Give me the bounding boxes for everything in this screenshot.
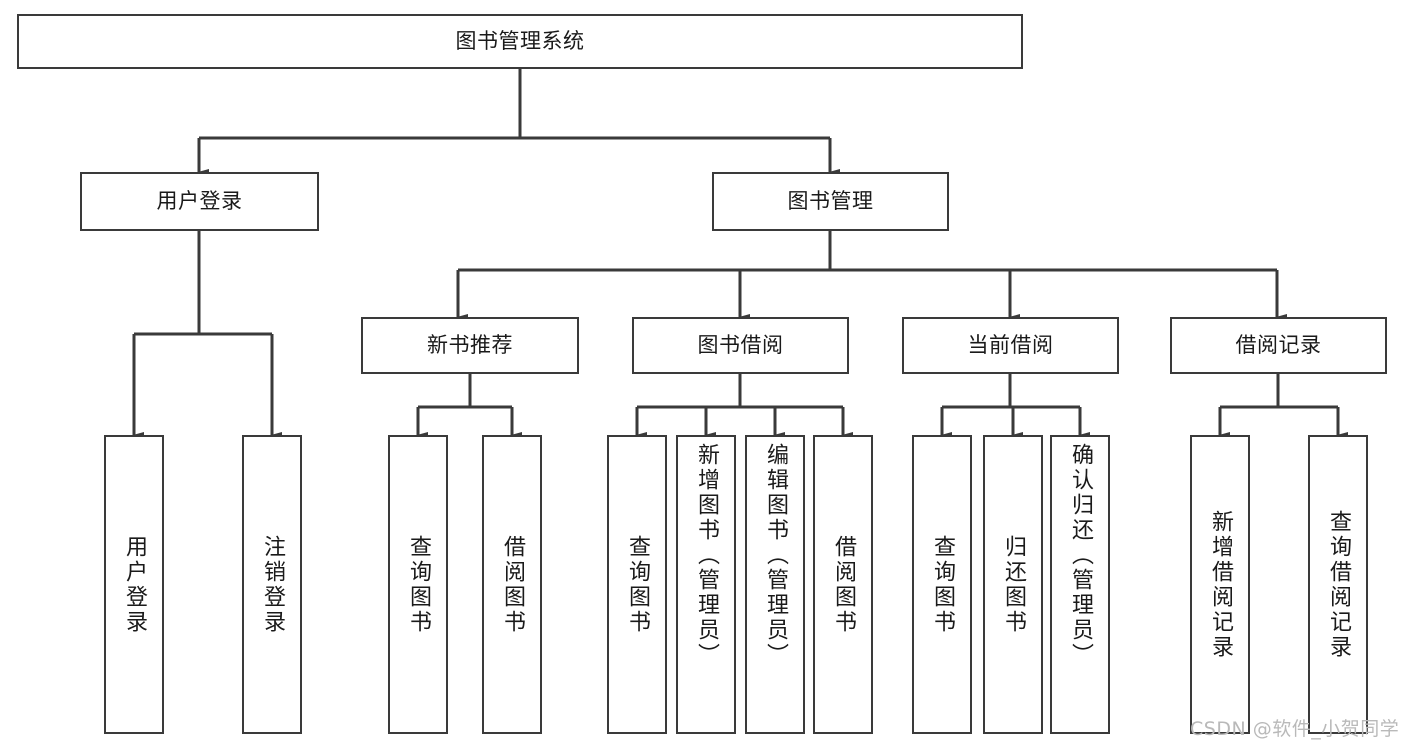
- leaf-query-book[interactable]: 查询图书: [607, 435, 667, 734]
- leaf-borrow-book[interactable]: 借阅图书: [813, 435, 873, 734]
- node-book-manage[interactable]: 图书管理: [712, 172, 949, 231]
- node-borrow-record[interactable]: 借阅记录: [1170, 317, 1387, 374]
- leaf-query-book-label: 查询图书: [625, 534, 650, 635]
- leaf-query-book-cur[interactable]: 查询图书: [912, 435, 972, 734]
- csdn-watermark: CSDN @软件_小贺同学: [1190, 718, 1400, 740]
- leaf-query-record-label: 查询借阅记录: [1326, 509, 1351, 660]
- node-book-borrow[interactable]: 图书借阅: [632, 317, 849, 374]
- leaf-logout[interactable]: 注销登录: [242, 435, 302, 734]
- leaf-add-book[interactable]: 新增图书（管理员）: [676, 435, 736, 734]
- leaf-query-record[interactable]: 查询借阅记录: [1308, 435, 1368, 734]
- leaf-return-book[interactable]: 归还图书: [983, 435, 1043, 734]
- leaf-user-login[interactable]: 用户登录: [104, 435, 164, 734]
- node-user-login-label: 用户登录: [156, 189, 243, 214]
- leaf-user-login-label: 用户登录: [122, 534, 147, 635]
- leaf-edit-book[interactable]: 编辑图书（管理员）: [745, 435, 805, 734]
- node-new-book-recommend[interactable]: 新书推荐: [361, 317, 579, 374]
- node-current-borrow-label: 当前借阅: [967, 333, 1054, 358]
- node-root[interactable]: 图书管理系统: [17, 14, 1023, 69]
- leaf-query-book-rec[interactable]: 查询图书: [388, 435, 448, 734]
- leaf-add-book-label: 新增图书（管理员）: [694, 443, 719, 668]
- leaf-borrow-book-rec-label: 借阅图书: [500, 534, 525, 635]
- leaf-confirm-return-label: 确认归还（管理员）: [1068, 443, 1093, 668]
- node-book-manage-label: 图书管理: [787, 189, 874, 214]
- node-book-borrow-label: 图书借阅: [697, 333, 784, 358]
- leaf-add-record[interactable]: 新增借阅记录: [1190, 435, 1250, 734]
- leaf-query-book-cur-label: 查询图书: [930, 534, 955, 635]
- node-root-label: 图书管理系统: [455, 29, 585, 54]
- node-user-login[interactable]: 用户登录: [80, 172, 319, 231]
- leaf-logout-label: 注销登录: [260, 534, 285, 635]
- node-new-book-recommend-label: 新书推荐: [427, 333, 513, 358]
- leaf-add-record-label: 新增借阅记录: [1208, 509, 1233, 660]
- leaf-borrow-book-rec[interactable]: 借阅图书: [482, 435, 542, 734]
- leaf-confirm-return[interactable]: 确认归还（管理员）: [1050, 435, 1110, 734]
- leaf-borrow-book-label: 借阅图书: [831, 534, 856, 635]
- node-borrow-record-label: 借阅记录: [1235, 333, 1322, 358]
- leaf-return-book-label: 归还图书: [1001, 534, 1026, 635]
- node-current-borrow[interactable]: 当前借阅: [902, 317, 1119, 374]
- leaf-query-book-rec-label: 查询图书: [406, 534, 431, 635]
- leaf-edit-book-label: 编辑图书（管理员）: [763, 443, 788, 668]
